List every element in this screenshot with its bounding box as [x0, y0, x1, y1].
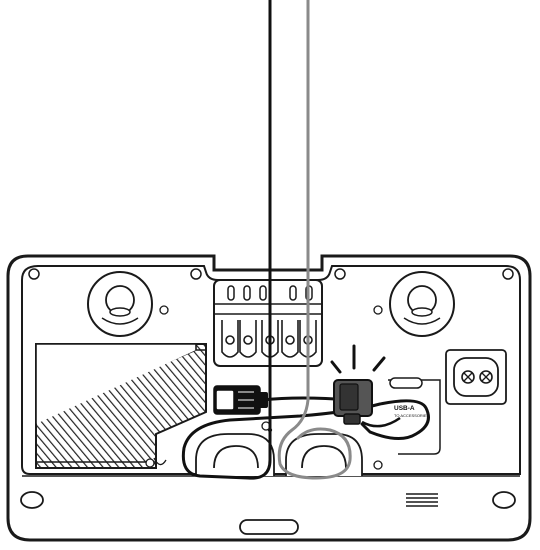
screw-top-mid-right: [334, 268, 346, 280]
right-mount: [373, 271, 455, 337]
screw-top-left: [28, 268, 40, 280]
left-mount: [87, 271, 169, 337]
port-sublabel: TO ACCESSORIES: [394, 413, 430, 418]
bottom-feet: [20, 491, 516, 535]
screw-top-mid-left: [190, 268, 202, 280]
foot-left: [20, 491, 44, 509]
right-rail: [388, 377, 441, 455]
foot-right: [492, 491, 516, 509]
bottom-foot-arches: [195, 433, 363, 476]
cable-channel: [213, 279, 323, 367]
lower-cable-clips: [221, 320, 317, 358]
mount-screw: [159, 305, 169, 315]
mount-screw: [373, 305, 383, 315]
screw-top-right: [502, 268, 514, 280]
insert-indicator-lines: [330, 344, 386, 374]
port-label-group: USB-A TO ACCESSORIES: [394, 405, 430, 418]
corner-screws: [28, 268, 514, 280]
ethernet-plug: [213, 385, 268, 415]
usb-a-plug: [333, 379, 401, 428]
bottom-slot: [239, 519, 299, 535]
gray-cable: [277, 0, 352, 480]
right-connector-box: [445, 349, 507, 405]
hatched-cover-panel: [35, 343, 207, 469]
port-label: USB-A: [394, 405, 415, 412]
vent-grille: [406, 493, 438, 507]
